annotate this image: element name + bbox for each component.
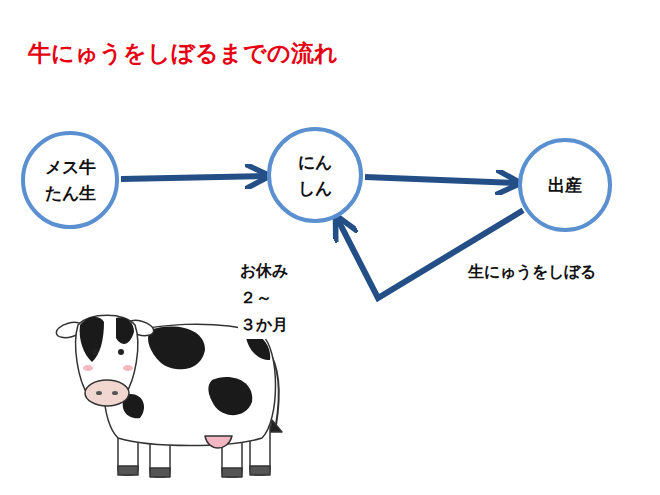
stage-circle: 出産 <box>516 136 614 234</box>
stage-circle: にん しん <box>265 125 365 225</box>
flow-arrow <box>365 177 516 183</box>
stage-circle: メス牛 たん生 <box>19 129 121 231</box>
circle-outline <box>265 125 365 225</box>
edge-label: 生にゅうをしぼる <box>466 258 598 285</box>
stage-text: メス牛 たん生 <box>45 154 96 207</box>
stage-text: にん しん <box>298 149 332 202</box>
note-label: お休み ２～３か月 <box>238 257 290 339</box>
diagram-title: 牛にゅうをしぼるまでの流れ <box>28 38 338 69</box>
circle-outline <box>19 129 121 231</box>
flow-arrow <box>121 176 265 179</box>
stage-text: 出産 <box>548 172 582 198</box>
